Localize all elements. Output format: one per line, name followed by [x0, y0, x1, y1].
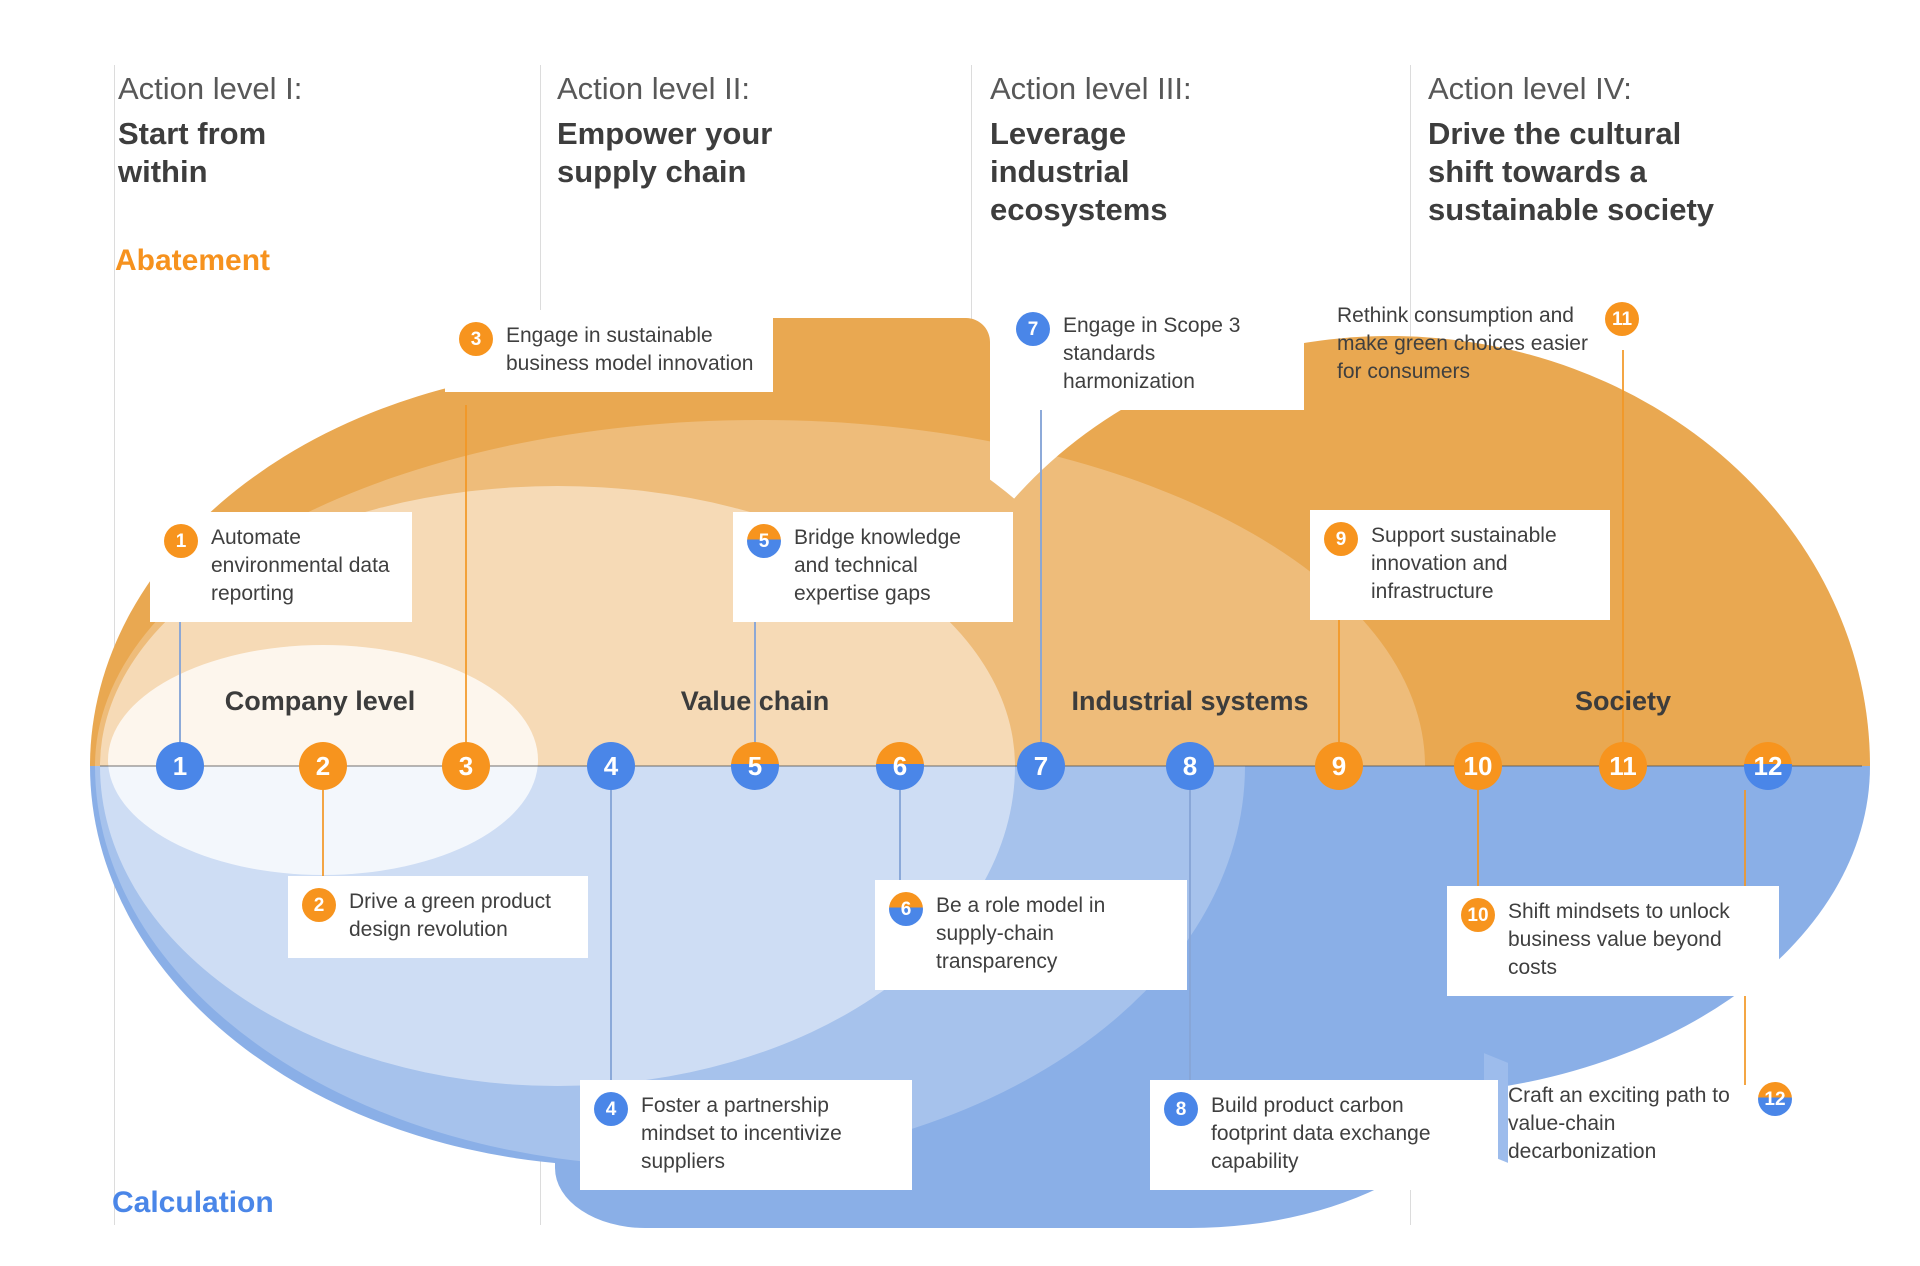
connector-2: [322, 790, 324, 878]
callout-badge: 12: [1758, 1082, 1792, 1116]
timeline-axis: [100, 765, 1862, 767]
callout-4: 4 Foster a partnership mindset to incent…: [580, 1080, 912, 1190]
header-action-level-1: Action level I: Start from within: [118, 70, 418, 191]
connector-7: [1040, 410, 1042, 745]
callout-1: 1 Automate environmental data reporting: [150, 512, 412, 622]
scope-label-company: Company level: [224, 686, 416, 716]
action-level-title: Drive the cultural shift towards a susta…: [1428, 116, 1715, 227]
connector-4: [610, 790, 612, 1080]
callout-badge: 5: [747, 524, 781, 558]
callout-text: Rethink consumption and make green choic…: [1337, 304, 1588, 383]
axis-circle-7: 7: [1017, 742, 1065, 790]
axis-circle-11: 11: [1599, 742, 1647, 790]
header-action-level-2: Action level II: Empower your supply cha…: [557, 70, 877, 191]
callout-badge: 2: [302, 888, 336, 922]
action-level-label: Action level III:: [990, 71, 1192, 106]
axis-circle-9: 9: [1315, 742, 1363, 790]
callout-badge: 7: [1016, 312, 1050, 346]
callout-badge: 3: [459, 322, 493, 356]
callout-6: 6 Be a role model in supply-chain transp…: [875, 880, 1187, 990]
callout-3: 3 Engage in sustainable business model i…: [445, 310, 773, 392]
callout-text: Drive a green product design revolution: [349, 890, 551, 941]
callout-5: 5 Bridge knowledge and technical experti…: [733, 512, 1013, 622]
callout-text: Shift mindsets to unlock business value …: [1508, 900, 1730, 979]
callout-badge: 11: [1605, 302, 1639, 336]
callout-text: Craft an exciting path to value-chain de…: [1508, 1084, 1730, 1163]
connector-1: [179, 615, 181, 745]
axis-circle-10: 10: [1454, 742, 1502, 790]
axis-circle-2: 2: [299, 742, 347, 790]
callout-badge: 6: [889, 892, 923, 926]
callout-text: Support sustainable innovation and infra…: [1371, 524, 1557, 603]
callout-8: 8 Build product carbon footprint data ex…: [1150, 1080, 1498, 1190]
connector-3: [465, 405, 467, 745]
callout-badge: 10: [1461, 898, 1495, 932]
connector-8: [1189, 790, 1191, 1080]
axis-circle-3: 3: [442, 742, 490, 790]
axis-circle-1: 1: [156, 742, 204, 790]
callout-text: Be a role model in supply-chain transpar…: [936, 894, 1106, 973]
callout-badge: 8: [1164, 1092, 1198, 1126]
scope-label-industrial: Industrial systems: [1071, 686, 1309, 716]
callout-12: Craft an exciting path to value-chain de…: [1508, 1082, 1808, 1166]
callout-text: Build product carbon footprint data exch…: [1211, 1094, 1431, 1173]
axis-circle-6: 6: [876, 742, 924, 790]
axis-circle-5: 5: [731, 742, 779, 790]
axis-circle-4: 4: [587, 742, 635, 790]
callout-7: 7 Engage in Scope 3 standards harmonizat…: [1002, 300, 1304, 410]
abatement-label: Abatement: [115, 244, 271, 277]
header-action-level-4: Action level IV: Drive the cultural shif…: [1428, 70, 1758, 229]
action-level-title: Empower your supply chain: [557, 116, 773, 189]
callout-text: Automate environmental data reporting: [211, 526, 390, 605]
action-level-label: Action level II:: [557, 71, 750, 106]
connector-5: [754, 615, 756, 745]
calculation-label: Calculation: [112, 1186, 274, 1219]
callout-badge: 9: [1324, 522, 1358, 556]
callout-10: 10 Shift mindsets to unlock business val…: [1447, 886, 1779, 996]
callout-text: Foster a partnership mindset to incentiv…: [641, 1094, 842, 1173]
callout-11: Rethink consumption and make green choic…: [1337, 302, 1673, 386]
connector-9: [1338, 612, 1340, 745]
action-level-label: Action level IV:: [1428, 71, 1632, 106]
callout-badge: 4: [594, 1092, 628, 1126]
connector-6: [899, 790, 901, 882]
callout-2: 2 Drive a green product design revolutio…: [288, 876, 588, 958]
callout-text: Engage in sustainable business model inn…: [506, 324, 754, 375]
axis-circle-8: 8: [1166, 742, 1214, 790]
connector-11: [1622, 350, 1624, 745]
callout-text: Bridge knowledge and technical expertise…: [794, 526, 961, 605]
callout-badge: 1: [164, 524, 198, 558]
action-level-title: Start from within: [118, 116, 267, 189]
action-level-title: Leverage industrial ecosystems: [990, 116, 1168, 227]
header-action-level-3: Action level III: Leverage industrial ec…: [990, 70, 1310, 229]
scope-label-valuechain: Value chain: [680, 686, 830, 716]
scope-label-society: Society: [1574, 686, 1672, 716]
action-level-label: Action level I:: [118, 71, 303, 106]
callout-9: 9 Support sustainable innovation and inf…: [1310, 510, 1610, 620]
axis-circle-12: 12: [1744, 742, 1792, 790]
callout-text: Engage in Scope 3 standards harmonizatio…: [1063, 314, 1241, 393]
connector-10: [1477, 790, 1479, 886]
